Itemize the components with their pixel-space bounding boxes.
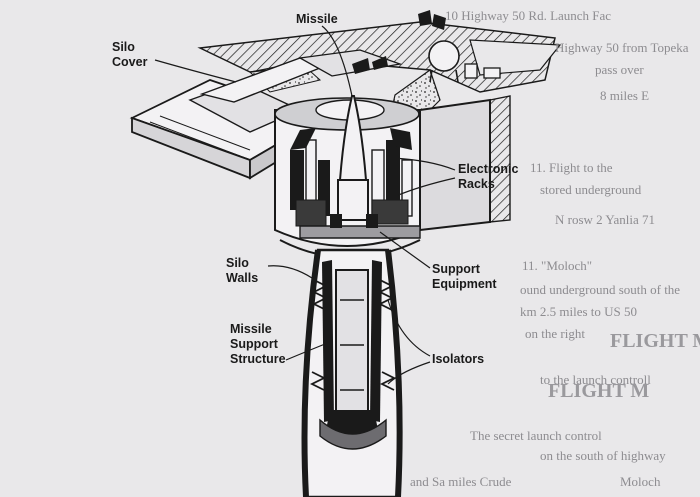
leader-lines xyxy=(154,25,456,385)
antenna-dome xyxy=(428,40,501,83)
bleed-through-line: on the right xyxy=(525,326,585,341)
bleed-through-line: to the launch controll xyxy=(540,372,651,387)
label-silo-cover-line-2: Cover xyxy=(112,55,148,69)
missile-support-structure xyxy=(319,260,387,450)
bleed-through-line: N rosw 2 Yanlia 71 xyxy=(555,212,656,227)
support-equipment xyxy=(299,214,421,239)
label-support-equipment: Support Equipment xyxy=(432,262,497,292)
leader-electronic-racks-1 xyxy=(391,157,456,171)
bleed-through-line: km 2.5 miles to US 50 xyxy=(520,304,638,319)
leader-silo-cover xyxy=(154,59,237,83)
label-silo-walls-line-1: Silo xyxy=(226,256,249,270)
bleed-through-line: stored underground xyxy=(540,182,642,197)
leader-isolators-1 xyxy=(387,299,431,357)
label-electronic-racks-line-2: Racks xyxy=(458,177,495,191)
label-electronic-racks: Electronic Racks xyxy=(458,162,518,192)
missile-upper xyxy=(337,95,369,221)
bleed-through-line: 8 miles E xyxy=(600,88,650,103)
bleed-through-line: and Sa miles Crude xyxy=(410,474,512,489)
label-silo-cover-line-1: Silo xyxy=(112,40,135,54)
electronic-racks xyxy=(290,128,413,227)
isolators xyxy=(309,279,397,391)
bleed-through-line: 11. Flight to the xyxy=(530,160,613,175)
bleed-through-line: on the south of highway xyxy=(540,448,666,463)
leader-missile-support xyxy=(285,341,331,361)
label-silo-walls: Silo Walls xyxy=(226,256,258,286)
leader-silo-walls xyxy=(267,265,313,279)
bleed-through-heading: FLIGHT M xyxy=(610,330,700,352)
cover-rails xyxy=(297,49,403,77)
leader-electronic-racks-2 xyxy=(395,177,456,197)
label-support-equipment-line-2: Equipment xyxy=(432,277,497,291)
label-missile-support-structure: Missile Support Structure xyxy=(230,322,286,367)
bleed-through-heading: FLIGHT M xyxy=(548,380,650,402)
label-silo-walls-line-2: Walls xyxy=(226,271,259,285)
label-missile-support-structure-line-3: Structure xyxy=(230,352,286,366)
leader-support-equipment xyxy=(379,231,431,269)
bleed-through-line: Moloch xyxy=(620,474,661,489)
label-support-equipment-line-1: Support xyxy=(432,262,480,276)
label-silo-cover: Silo Cover xyxy=(112,40,147,70)
bleed-through-line: 11. "Moloch" xyxy=(522,258,593,273)
label-electronic-racks-line-1: Electronic xyxy=(458,162,519,176)
surface-marker xyxy=(418,10,446,30)
leader-isolators-2 xyxy=(387,361,431,385)
label-missile: Missile xyxy=(296,12,338,26)
bleed-through-line: The secret launch control xyxy=(470,428,602,443)
bleed-through-line: ound underground south of the xyxy=(520,282,681,297)
label-missile-support-structure-line-1: Missile xyxy=(230,322,272,336)
label-missile-support-structure-line-2: Support xyxy=(230,337,278,351)
bleed-through-line: Highway 50 from Topeka xyxy=(555,40,689,55)
bleed-through-line: pass over xyxy=(595,62,644,77)
label-isolators: Isolators xyxy=(432,352,485,366)
bleed-through-line: 10 Highway 50 Rd. Launch Fac xyxy=(445,8,612,23)
leader-missile xyxy=(321,25,353,97)
